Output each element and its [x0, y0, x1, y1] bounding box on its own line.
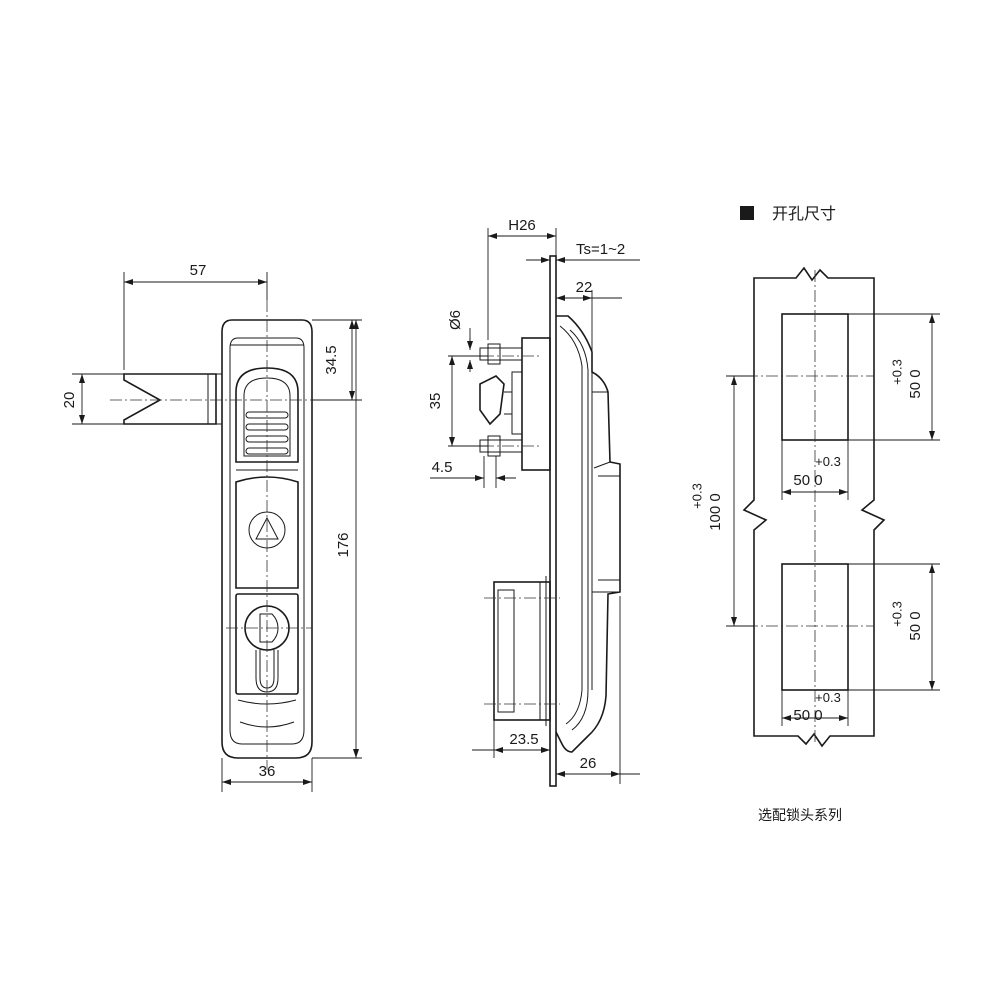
pitch-tol: +0.3: [689, 483, 704, 509]
lock-housing: [235, 593, 299, 695]
side-view: H26 Ts=1~2 22 Ø6 35 4.5 23.5: [427, 217, 640, 787]
lock-cylinder-rear: [493, 581, 551, 721]
dim-176: 176: [335, 532, 352, 557]
rear-bracket: [521, 337, 551, 471]
top-hole-width: 50 0: [793, 472, 822, 489]
door-panel: [549, 255, 557, 787]
push-button: [235, 476, 299, 589]
bottom-hole-height: 50 0: [907, 611, 924, 640]
top-hole-height-tol: +0.3: [889, 359, 904, 385]
grip-slot: [235, 367, 299, 463]
bottom-hole-height-tol: +0.3: [889, 601, 904, 627]
title-square-icon: [740, 206, 754, 220]
dim-35: 35: [427, 393, 444, 410]
handle-lever: [123, 373, 217, 425]
dim-26: 26: [580, 755, 597, 772]
dim-57: 57: [190, 262, 207, 279]
dim-22: 22: [576, 279, 593, 296]
cutout-view: 开孔尺寸 +0.3 50 0 +0.3 50 0 +0.3 100 0 +0.3: [689, 204, 940, 824]
cutout-title: 开孔尺寸: [772, 204, 836, 223]
pitch: 100 0: [707, 493, 724, 531]
stud-top: [479, 347, 523, 361]
dim-20: 20: [61, 392, 78, 409]
dim-4-5: 4.5: [432, 459, 453, 476]
cam-latch: [479, 375, 505, 426]
front-view: 57 20 34.5 176 36: [61, 262, 362, 792]
top-hole-height: 50 0: [907, 369, 924, 398]
dim-ts: Ts=1~2: [576, 241, 625, 258]
front-body-outline: [221, 319, 313, 759]
bottom-hole-width: 50 0: [793, 707, 822, 724]
top-hole-width-tol: +0.3: [815, 454, 841, 469]
dim-23-5: 23.5: [509, 731, 538, 748]
dim-phi6: Ø6: [447, 310, 464, 330]
front-body-inner: [229, 337, 305, 745]
dim-h26: H26: [508, 217, 536, 234]
triangle-icon: [255, 516, 279, 540]
dim-36: 36: [259, 763, 276, 780]
dim-34-5: 34.5: [323, 345, 340, 374]
optional-lock-series-caption: 选配锁头系列: [758, 808, 842, 824]
cutout-panel-outline: [742, 266, 886, 748]
bottom-hole-width-tol: +0.3: [815, 690, 841, 705]
side-body-outline: [555, 315, 621, 753]
